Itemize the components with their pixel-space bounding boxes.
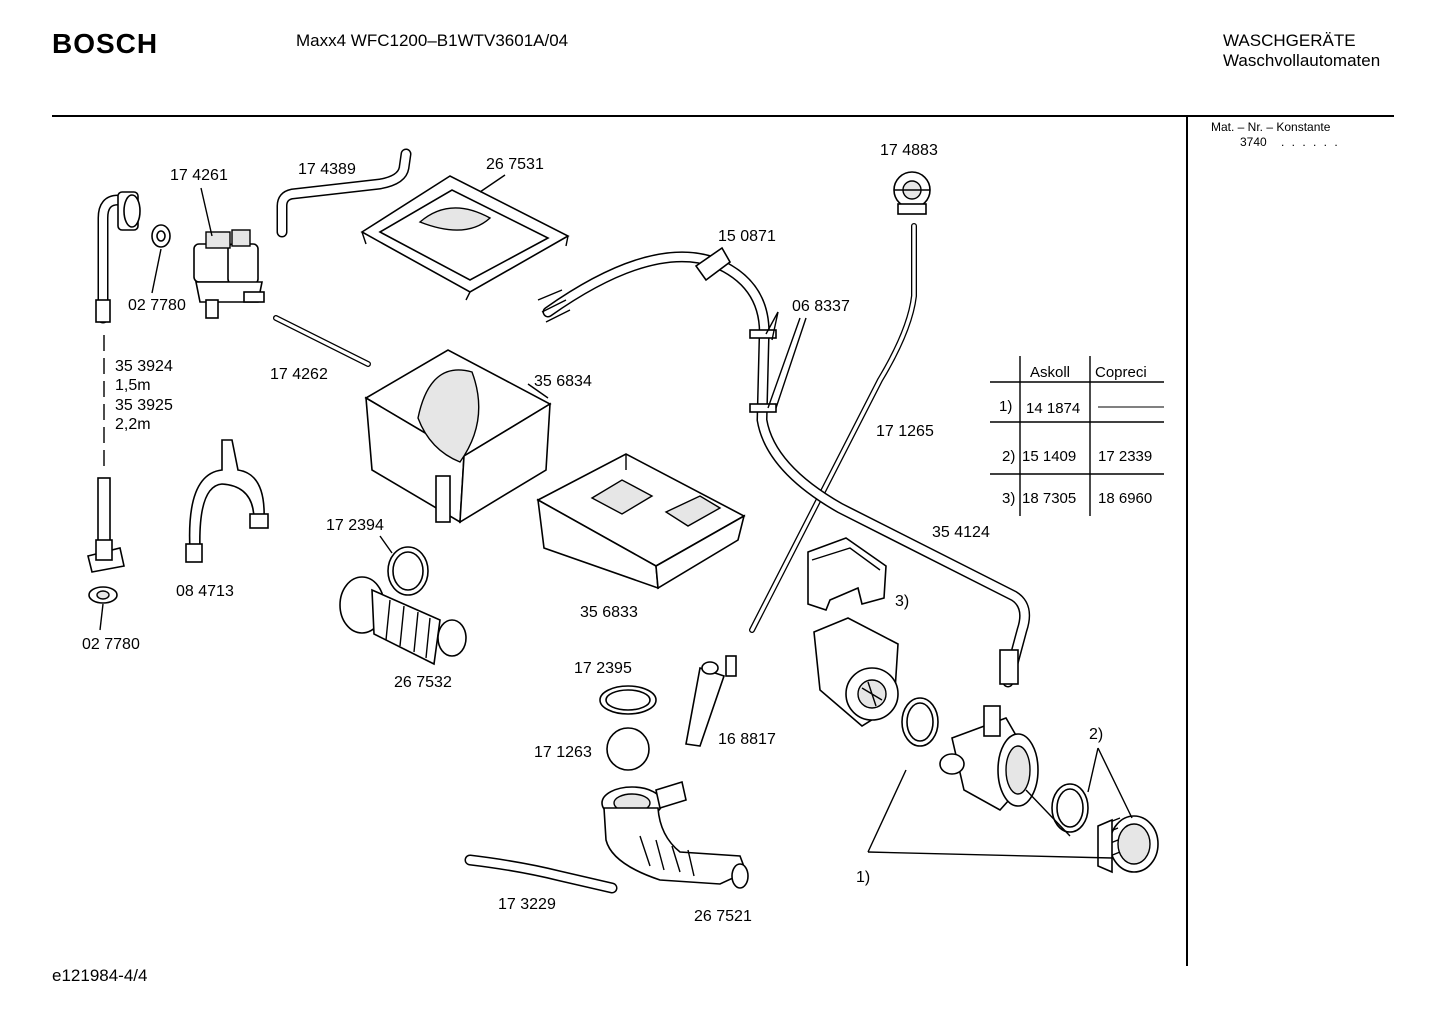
part-label: 1) [856,869,870,886]
dispenser-cover-part [360,174,570,301]
pump-o-ring-part [901,697,939,747]
washer-ring-part [151,224,171,294]
table-cell-askoll: 18 7305 [1022,490,1076,507]
pressure-chamber-part [685,655,737,747]
part-label: 3) [895,593,909,610]
table-row-index: 2) [1002,448,1015,465]
part-label: 17 2394 [326,517,384,534]
part-label: 02 7780 [128,297,186,314]
sump-connector-part [185,439,269,563]
table-row-index: 1) [999,398,1012,415]
model-number: Maxx4 WFC1200–B1WTV3601A/04 [296,31,569,50]
drain-tube-part [464,854,618,894]
table-cell-askoll: 14 1874 [1026,400,1080,417]
table-cell-copreci: 17 2339 [1098,448,1152,465]
category-title: WASCHGERÄTE [1223,31,1356,50]
pressure-switch-part [893,171,931,215]
pump-housing-part [939,705,1039,812]
part-label: 15 0871 [718,228,776,245]
table-header-askoll: Askoll [1030,364,1070,381]
material-number-label: Mat. – Nr. – Konstante [1211,120,1331,134]
drain-pump-part [813,617,899,727]
part-label: 17 1265 [876,423,934,440]
part-label: 26 7532 [394,674,452,691]
part-label: 17 4389 [298,161,356,178]
seal-ring-part [599,685,657,715]
part-label: 08 4713 [176,583,234,600]
variant-table: Askoll Copreci 1) 14 1874 ——— 2) 15 1409… [990,356,1164,516]
drain-filter-part [1097,815,1159,874]
table-cell-copreci: ——— [1098,398,1164,415]
brand-logo: BOSCH [52,28,159,59]
gasket-ring-part [379,535,429,596]
part-label: 35 3925 [115,397,173,414]
part-label: 17 3229 [498,896,556,913]
part-label: 35 3924 [115,358,173,375]
washer-ring-lower-part [88,586,118,631]
detergent-drawer-part [536,453,746,590]
inlet-valve-part [193,187,265,319]
pressure-hose-part [749,223,917,633]
table-row-index: 3) [1002,490,1015,507]
category-subtitle: Waschvollautomaten [1223,51,1381,70]
inlet-hose-part [87,191,141,573]
part-label: 35 6834 [534,373,592,390]
table-header-copreci: Copreci [1095,364,1147,381]
part-labels: 17 4261 17 4389 26 7531 17 4883 15 0871 … [82,142,1103,925]
filter-gasket-part [1051,783,1089,833]
part-label: 02 7780 [82,636,140,653]
part-label: 2,2m [115,416,151,433]
part-label: 06 8337 [792,298,850,315]
part-label: 1,5m [115,377,151,394]
document-id: e121984-4/4 [52,966,148,985]
material-number-dots: . . . . . . [1281,135,1340,149]
material-number-value: 3740 [1240,135,1267,149]
part-label: 35 6833 [580,604,638,621]
part-label: 17 4261 [170,167,228,184]
connecting-hose-part [276,148,412,238]
bellows-hose-part [339,576,467,666]
pump-bracket-part [807,537,887,611]
dispenser-housing-part [364,349,552,524]
drain-hose-part [537,246,1031,688]
table-cell-askoll: 15 1409 [1022,448,1076,465]
part-label: 17 2395 [574,660,632,677]
part-label: 35 4124 [932,524,990,541]
part-label: 16 8817 [718,731,776,748]
part-label: 17 1263 [534,744,592,761]
table-cell-copreci: 18 6960 [1098,490,1152,507]
sump-part [601,780,749,889]
part-label: 17 4883 [880,142,938,159]
float-ball-part [606,727,650,771]
part-label: 26 7521 [694,908,752,925]
leader-lines [765,311,1133,859]
part-label: 2) [1089,726,1103,743]
straight-tube-part [273,315,371,367]
part-label: 17 4262 [270,366,328,383]
part-label: 26 7531 [486,156,544,173]
